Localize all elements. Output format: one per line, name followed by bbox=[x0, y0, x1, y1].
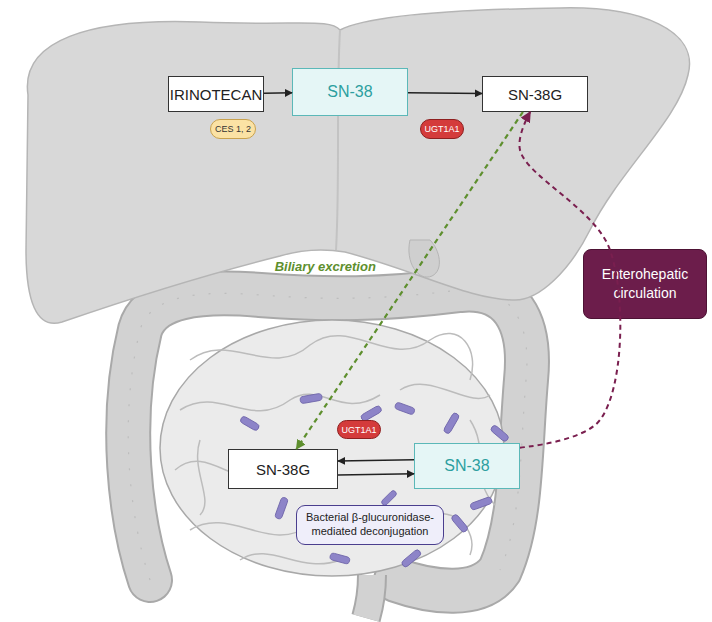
process-box: Bacterial β-glucuronidase-mediated decon… bbox=[296, 505, 444, 545]
enzyme-pill: UGT1A1 bbox=[420, 119, 464, 139]
flow-arrow bbox=[338, 474, 414, 475]
node-text: UGT1A1 bbox=[341, 425, 376, 435]
node-text: CES 1, 2 bbox=[215, 124, 251, 134]
colon-haustra bbox=[128, 290, 527, 580]
drug-box: IRINOTECAN bbox=[168, 76, 264, 112]
rectum bbox=[366, 575, 372, 618]
metabolite-box: SN-38G bbox=[228, 449, 338, 489]
colon-outline bbox=[128, 290, 527, 591]
rectum-outline bbox=[366, 575, 372, 618]
flow-arrow bbox=[519, 112, 620, 448]
node-text: SN-38 bbox=[327, 83, 372, 101]
node-text: SN-38G bbox=[256, 461, 310, 478]
intestine-illustration bbox=[128, 290, 527, 618]
node-text: IRINOTECAN bbox=[170, 86, 263, 103]
node-text: Bacterial β-glucuronidase-mediated decon… bbox=[303, 511, 437, 539]
edge-label: Biliary excretion bbox=[275, 259, 376, 274]
gallbladder bbox=[409, 240, 439, 277]
node-text: SN-38 bbox=[444, 457, 489, 475]
node-text: SN-38G bbox=[508, 86, 562, 103]
metabolite-box: SN-38 bbox=[414, 443, 520, 489]
node-text: Enterohepatic circulation bbox=[592, 265, 698, 303]
flow-arrow bbox=[264, 92, 292, 94]
colon bbox=[128, 290, 527, 591]
metabolite-box: SN-38 bbox=[292, 68, 408, 116]
node-text: UGT1A1 bbox=[424, 124, 459, 134]
liver-fissure bbox=[336, 30, 340, 250]
process-box: Enterohepatic circulation bbox=[583, 249, 707, 319]
enzyme-pill: UGT1A1 bbox=[337, 420, 381, 439]
enzyme-pill: CES 1, 2 bbox=[210, 119, 256, 139]
flow-arrow bbox=[338, 460, 414, 461]
metabolite-box: SN-38G bbox=[482, 76, 588, 112]
flow-arrow bbox=[296, 112, 522, 449]
flow-arrow bbox=[408, 92, 482, 94]
